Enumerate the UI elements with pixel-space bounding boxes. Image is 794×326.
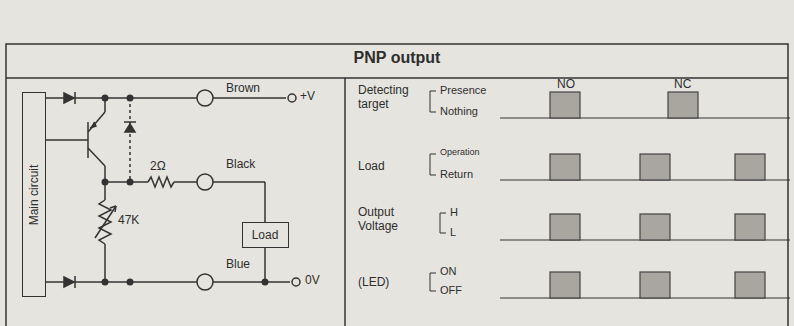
diagram-label: NC [674,78,691,92]
junction-dot [102,95,269,286]
diagram-label: L [450,226,456,239]
diagram-label: Detecting target [358,84,428,112]
diagram-label: 2Ω [150,160,166,174]
zener-diode [124,98,136,182]
diagram-label: Output Voltage [358,206,422,234]
resistor-symbol [95,182,116,282]
main-circuit-box: Main circuit [22,92,46,297]
diagram-label: Brown [226,82,260,96]
diagram-label: NO [557,78,575,92]
diode-symbol [64,92,75,288]
diagram-label: Operation [440,147,480,157]
diagram-label: Return [440,168,473,181]
table-frame [6,44,788,326]
diagram-label: Nothing [440,105,478,118]
diagram-label: 0V [305,274,320,288]
diagram-label: OFF [440,284,462,297]
diagram-label: (LED) [358,276,389,290]
diagram-label: Blue [226,258,250,272]
header-title: PNP output [0,49,794,67]
node-text: Main circuit [27,164,41,225]
diagram-label: ON [440,265,457,278]
terminal-circle [197,90,213,290]
signal-pulse [550,92,765,298]
resistor-symbol [105,177,197,187]
supply-rail [46,94,300,286]
baseline [500,118,790,298]
diagram-label: +V [300,90,315,104]
header-rule [6,77,788,79]
load-box: Load [242,222,289,248]
diagram-label: H [450,206,458,219]
transistor-symbol [46,98,105,182]
node-text: Load [252,228,279,242]
bracket [430,91,446,291]
column-divider [344,78,346,326]
diagram-label: Presence [440,84,486,97]
diagram-label: Black [226,158,255,172]
diagram-label: Load [358,160,385,174]
diagram-label: 47K [118,214,139,228]
